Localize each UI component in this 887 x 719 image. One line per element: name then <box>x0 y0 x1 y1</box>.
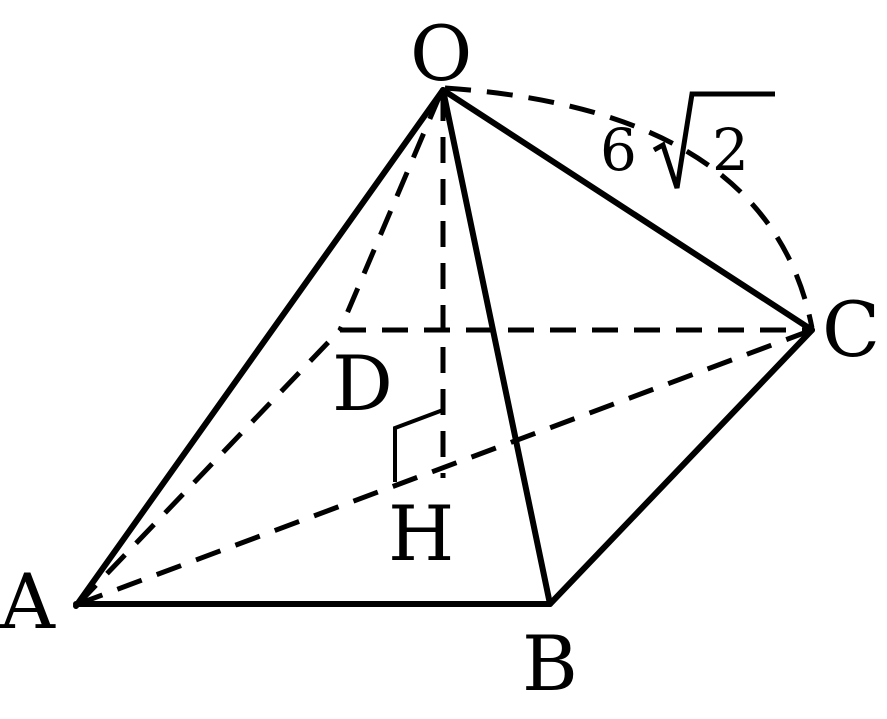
edge-OC <box>440 87 815 333</box>
diagonal-AC <box>77 327 813 607</box>
visible-edges <box>73 87 815 609</box>
point-label-H: H <box>388 489 454 578</box>
edge-BC <box>547 327 815 607</box>
edge-OB <box>440 87 553 607</box>
vertex-label-C: C <box>822 285 880 374</box>
vertex-label-A: A <box>0 557 56 646</box>
radical-sign <box>652 91 775 189</box>
edge-length-radicand: 2 <box>712 116 749 184</box>
vertex-label-D: D <box>332 339 393 428</box>
edge-OA <box>73 87 446 609</box>
right-angle-mark <box>393 408 444 482</box>
edge-length-coefficient: 6 <box>600 116 637 184</box>
vertex-label-O: O <box>410 9 472 98</box>
edge-length-label: 6 2 <box>600 91 775 189</box>
edge-OD <box>337 94 443 331</box>
edge-AD <box>76 328 342 606</box>
arc-OC <box>444 85 815 329</box>
hidden-edges <box>76 85 815 607</box>
vertex-label-B: B <box>522 619 578 708</box>
